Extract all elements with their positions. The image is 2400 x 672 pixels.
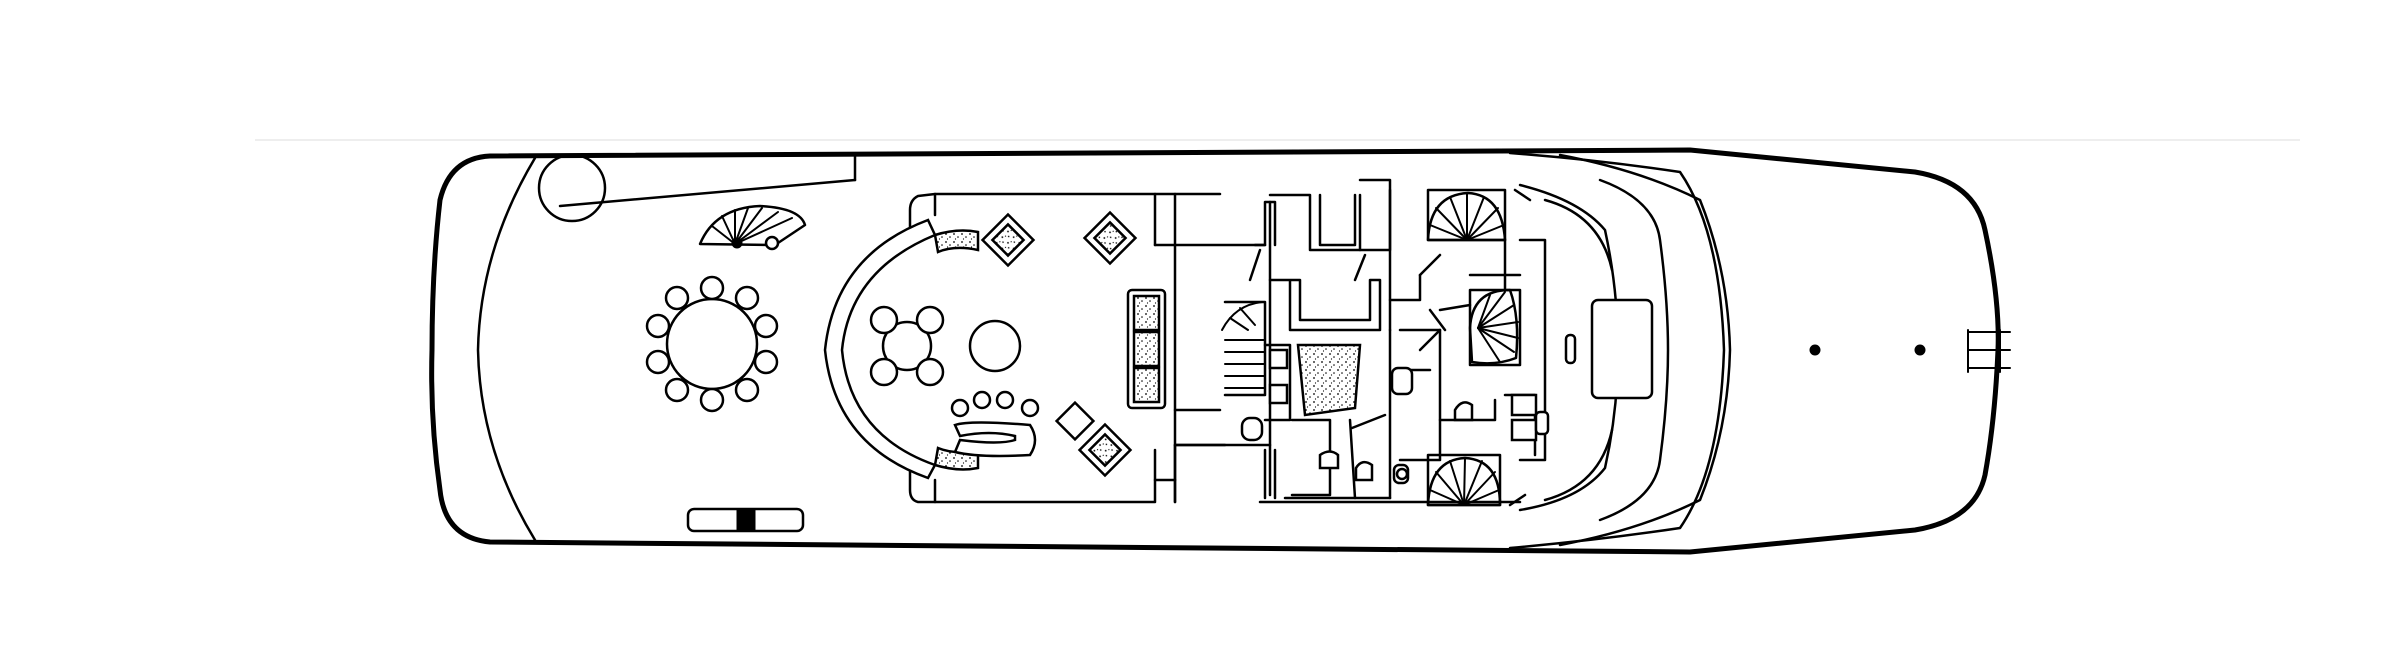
anchor-point-right: [1914, 344, 1926, 356]
salon-armchair-1: [980, 212, 1036, 268]
aft-spiral-stair: [698, 204, 807, 251]
anchor-point-left: [1809, 344, 1821, 356]
partitions: [1173, 238, 1522, 504]
salon-round-table: [968, 319, 1022, 373]
day-head: [1173, 416, 1264, 447]
salon-settee: [950, 390, 1040, 458]
spiral-stair-middle: [1468, 288, 1522, 367]
salon-walls: [908, 192, 1222, 504]
spiral-stair-top: [1426, 188, 1507, 242]
salon-armchair-2: [1082, 210, 1138, 266]
tender-cradle: [686, 507, 805, 533]
galley: [1248, 178, 1392, 500]
central-walls: [1153, 200, 1277, 500]
forward-cabins: [1388, 188, 1522, 500]
spa-tub: [537, 153, 857, 223]
interior-stair: [1221, 300, 1267, 397]
salon-armchair-3: [1054, 400, 1096, 442]
bridge: [1503, 183, 1654, 512]
salon-long-sofa: [1126, 288, 1167, 410]
aft-dining-table: [645, 275, 779, 413]
salon-armchair-4: [1077, 422, 1133, 478]
bow-ladder: [1967, 329, 2011, 373]
salon-game-table: [869, 305, 945, 387]
